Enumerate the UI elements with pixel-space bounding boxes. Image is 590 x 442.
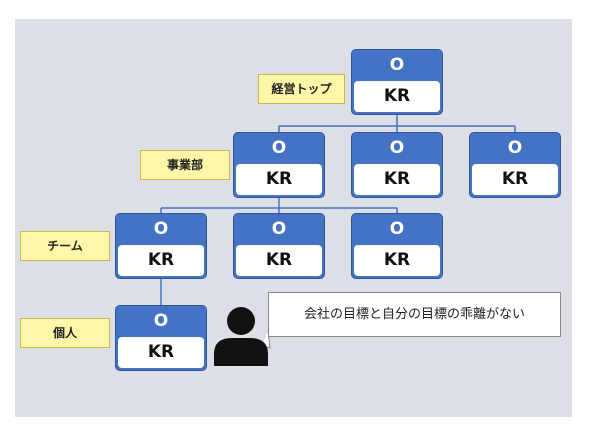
key-result-label: KR — [118, 245, 204, 276]
level-label-division: 事業部 — [140, 150, 230, 180]
key-result-label: KR — [472, 164, 558, 195]
objective-label: O — [507, 138, 523, 158]
level-label-team: チーム — [20, 231, 110, 261]
okr-box-division: O KR — [469, 132, 561, 198]
objective-label: O — [389, 219, 405, 239]
okr-box-division: O KR — [233, 132, 325, 198]
objective-label: O — [389, 55, 405, 75]
key-result-label: KR — [236, 245, 322, 276]
okr-box-team: O KR — [115, 213, 207, 279]
objective-label: O — [153, 311, 169, 331]
speech-callout: 会社の目標と自分の目標の乖離がない — [268, 292, 561, 337]
okr-box-team: O KR — [351, 213, 443, 279]
key-result-label: KR — [354, 81, 440, 112]
okr-box-division: O KR — [351, 132, 443, 198]
objective-label: O — [271, 138, 287, 158]
key-result-label: KR — [354, 164, 440, 195]
key-result-label: KR — [236, 164, 322, 195]
okr-box-top-management: O KR — [351, 49, 443, 115]
okr-box-individual: O KR — [115, 305, 207, 371]
key-result-label: KR — [118, 337, 204, 368]
level-label-top-management: 経営トップ — [258, 74, 345, 104]
person-silhouette-icon — [214, 307, 268, 366]
level-label-individual: 個人 — [20, 318, 110, 348]
objective-label: O — [153, 219, 169, 239]
objective-label: O — [271, 219, 287, 239]
key-result-label: KR — [354, 245, 440, 276]
objective-label: O — [389, 138, 405, 158]
okr-box-team: O KR — [233, 213, 325, 279]
